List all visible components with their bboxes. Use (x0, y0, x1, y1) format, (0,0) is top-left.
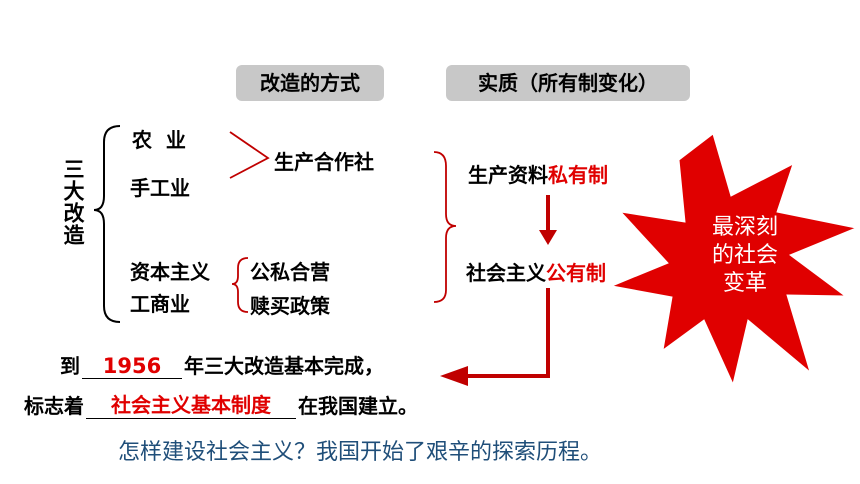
star-line-1: 最深刻 (711, 215, 778, 240)
sentence2-prefix: 标志着 (24, 394, 84, 418)
sentence2-suffix: 在我国建立。 (298, 394, 418, 418)
essence-before-red: 私有制 (548, 163, 608, 187)
exploration-question: 怎样建设社会主义？我国开始了艰辛的探索历程。 (118, 440, 603, 465)
sector-capitalist-line1: 资本主义 (130, 260, 210, 284)
method-buyout-policy: 赎买政策 (250, 294, 330, 318)
chevron-connector (229, 131, 270, 179)
header-method: 改造的方式 (236, 65, 384, 101)
year-blank: 1956 (82, 354, 182, 379)
small-brace (231, 257, 249, 313)
sentence-establishment: 标志着 社会主义基本制度 在我国建立。 (24, 389, 418, 419)
sector-agriculture: 农 业 (132, 128, 186, 152)
essence-before-prefix: 生产资料 (468, 163, 548, 187)
down-arrow-head (539, 230, 557, 245)
essence-public-ownership: 社会主义公有制 (466, 257, 606, 286)
system-blank: 社会主义基本制度 (86, 389, 296, 419)
star-line-3: 变革 (722, 271, 767, 296)
starburst-text: 最深刻 的社会 变革 (690, 214, 800, 298)
elbow-arrow-head (440, 366, 468, 386)
three-transformations-title: 三大改造 (61, 158, 85, 246)
sector-capitalist-line2: 工商业 (130, 292, 190, 316)
right-brace (433, 151, 457, 303)
method-cooperative: 生产合作社 (274, 150, 374, 174)
star-line-2: 的社会 (711, 243, 778, 268)
essence-after-red: 公有制 (546, 261, 606, 285)
elbow-arrow-shaft (466, 288, 550, 378)
essence-after-prefix: 社会主义 (466, 261, 546, 285)
sentence1-prefix: 到 (60, 354, 80, 378)
essence-private-ownership: 生产资料私有制 (468, 159, 608, 188)
sentence1-suffix: 年三大改造基本完成， (184, 354, 384, 378)
header-essence: 实质（所有制变化） (446, 65, 690, 101)
method-joint-venture: 公私合营 (250, 260, 330, 284)
starburst-shape (610, 133, 858, 386)
sector-handicraft: 手工业 (130, 176, 190, 200)
left-brace (93, 125, 121, 323)
sentence-completion: 到 1956 年三大改造基本完成， (60, 350, 384, 379)
